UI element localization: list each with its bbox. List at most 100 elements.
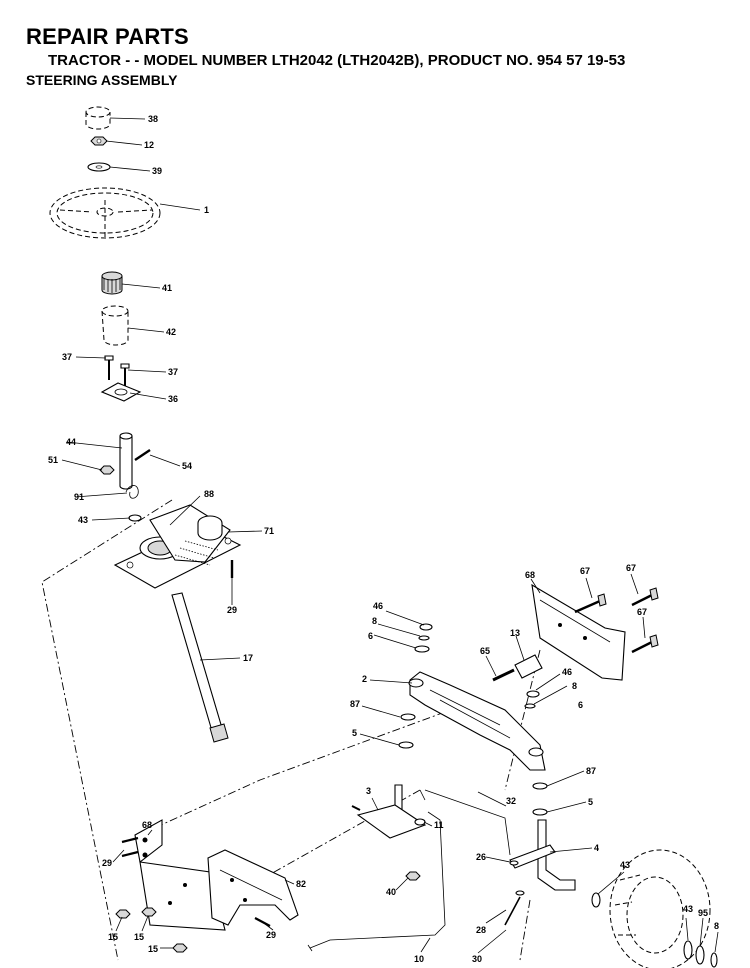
callout-15: 15 <box>148 944 158 954</box>
drag-link-part <box>171 592 229 743</box>
callout-38: 38 <box>148 114 158 124</box>
callout-91: 91 <box>74 492 84 502</box>
washer-part <box>695 945 705 965</box>
callout-11: 11 <box>434 820 444 830</box>
washer-part <box>414 818 426 826</box>
callout-95: 95 <box>698 908 708 918</box>
callout-65: 65 <box>480 646 490 656</box>
nut-part <box>405 871 421 881</box>
drag-link-rod-part <box>309 811 446 949</box>
spindle-part <box>351 784 427 839</box>
section-title: STEERING ASSEMBLY <box>26 72 178 88</box>
callout-51: 51 <box>48 455 58 465</box>
callout-68: 68 <box>142 820 152 830</box>
callout-46: 46 <box>373 601 383 611</box>
callout-28: 28 <box>476 925 486 935</box>
washer-part <box>398 741 414 749</box>
steering-shaft-part <box>119 432 133 490</box>
callout-67: 67 <box>580 566 590 576</box>
washer-part <box>710 952 718 968</box>
page-title: REPAIR PARTS <box>26 24 189 49</box>
callout-43: 43 <box>620 860 630 870</box>
callout-68: 68 <box>525 570 535 580</box>
phantom-line-lower <box>259 789 421 881</box>
spacer-bushing-part <box>492 654 543 682</box>
model-subtitle: TRACTOR - - MODEL NUMBER LTH2042 (LTH204… <box>48 52 626 69</box>
callout-29: 29 <box>102 858 112 868</box>
callout-30: 30 <box>472 954 482 964</box>
steering-adapter-part <box>101 271 123 295</box>
callout-29: 29 <box>227 605 237 615</box>
washer-part <box>683 940 693 960</box>
callout-32: 32 <box>506 796 516 806</box>
callout-15: 15 <box>134 932 144 942</box>
callout-6: 6 <box>578 700 583 710</box>
callout-71: 71 <box>264 526 274 536</box>
callout-8: 8 <box>372 616 377 626</box>
front-axle-part <box>408 671 546 771</box>
callout-43: 43 <box>683 904 693 914</box>
callout-5: 5 <box>588 797 593 807</box>
callout-44: 44 <box>66 437 76 447</box>
bellows-part <box>101 305 129 346</box>
spindle-part <box>509 819 576 891</box>
clip-part <box>125 485 139 499</box>
callout-26: 26 <box>476 852 486 862</box>
nut-part <box>115 907 188 953</box>
bearing-part <box>414 623 540 709</box>
callout-88: 88 <box>204 489 214 499</box>
callout-67: 67 <box>637 607 647 617</box>
callout-10: 10 <box>414 954 424 964</box>
callout-39: 39 <box>152 166 162 176</box>
callout-40: 40 <box>386 887 396 897</box>
callout-43: 43 <box>78 515 88 525</box>
nut-part <box>99 465 115 475</box>
leader-lines <box>61 117 719 954</box>
callout-3: 3 <box>366 786 371 796</box>
callout-2: 2 <box>362 674 367 684</box>
callout-42: 42 <box>166 327 176 337</box>
bolt-part <box>134 449 151 461</box>
callout-36: 36 <box>168 394 178 404</box>
callout-4: 4 <box>594 843 599 853</box>
phantom-line-mid <box>149 711 446 831</box>
callout-29: 29 <box>266 930 276 940</box>
callout-87: 87 <box>586 766 596 776</box>
steering-cap-part <box>85 106 111 130</box>
phantom-line-left <box>41 499 173 961</box>
bolt-part <box>121 836 271 927</box>
callout-labels: 38 12 39 1 41 42 37 37 36 44 51 54 91 88… <box>48 114 719 964</box>
bushing-plate-part <box>100 382 142 402</box>
phantom-line-wheel <box>519 899 531 961</box>
callout-12: 12 <box>144 140 154 150</box>
support-bracket-part <box>531 583 626 681</box>
linkage-part <box>504 860 525 926</box>
washer-part <box>400 713 416 721</box>
washer-part <box>128 514 142 522</box>
callout-37: 37 <box>62 352 72 362</box>
bolt-part <box>104 355 130 386</box>
front-wheel-part <box>609 849 711 968</box>
callout-8: 8 <box>572 681 577 691</box>
steering-gear-assembly <box>113 504 242 589</box>
callout-1: 1 <box>204 205 209 215</box>
callout-67: 67 <box>626 563 636 573</box>
washer-part <box>532 782 548 790</box>
callout-13: 13 <box>510 628 520 638</box>
callout-82: 82 <box>296 879 306 889</box>
bolt-part <box>574 587 659 654</box>
callout-6: 6 <box>368 631 373 641</box>
steering-wheel-part <box>49 187 161 239</box>
callout-17: 17 <box>243 653 253 663</box>
tie-rod-part <box>419 789 511 856</box>
support-bracket-part <box>134 819 299 931</box>
callout-87: 87 <box>350 699 360 709</box>
callout-5: 5 <box>352 728 357 738</box>
hex-nut-part <box>90 136 108 146</box>
callout-37: 37 <box>168 367 178 377</box>
callout-8: 8 <box>714 921 719 931</box>
callout-54: 54 <box>182 461 192 471</box>
callout-41: 41 <box>162 283 172 293</box>
callout-46: 46 <box>562 667 572 677</box>
